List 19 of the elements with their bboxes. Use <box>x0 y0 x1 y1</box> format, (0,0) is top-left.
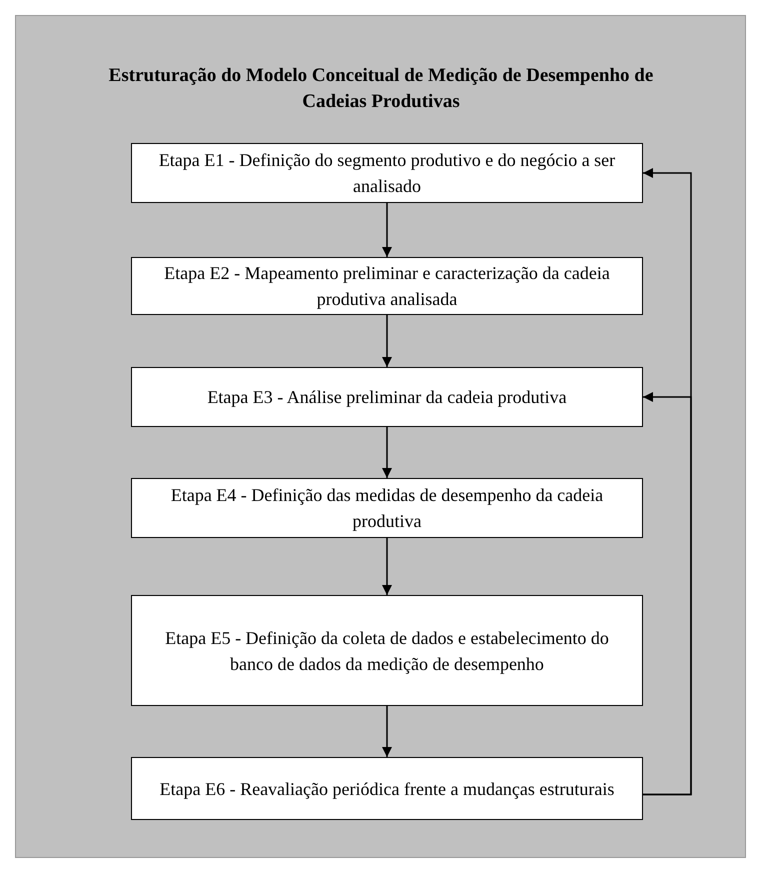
arrow <box>382 706 392 757</box>
arrow <box>382 538 392 595</box>
step-text: Etapa E5 - Definição da coleta de dados e estabelecimento do banco de dados da medição de desempenho <box>164 626 610 676</box>
arrow <box>382 315 392 367</box>
step-text: Etapa E3 - Análise preliminar da cadeia produtiva <box>207 386 567 409</box>
process-box <box>131 595 643 706</box>
process-box <box>131 257 643 315</box>
arrow <box>643 392 692 796</box>
process-box <box>131 757 643 820</box>
step-text: Etapa E4 - Definição das medidas de desempenho da cadeia produtiva <box>170 484 604 533</box>
arrow <box>382 203 392 257</box>
step-text: Etapa E2 - Mapeamento preliminar e caracterização da cadeia produtiva analisada <box>163 262 611 311</box>
process-box <box>131 367 643 427</box>
arrow <box>382 427 392 478</box>
diagram-title: Estruturação do Modelo Conceitual de Medição de Desempenho de Cadeias Produtivas <box>108 64 654 114</box>
step-text: Etapa E6 - Reavaliação periódica frente a mudanças estruturais <box>160 778 614 801</box>
process-box <box>131 143 643 203</box>
process-box <box>131 478 643 538</box>
step-text: Etapa E1 - Definição do segmento produtivo e do negócio a ser analisado <box>158 149 616 198</box>
